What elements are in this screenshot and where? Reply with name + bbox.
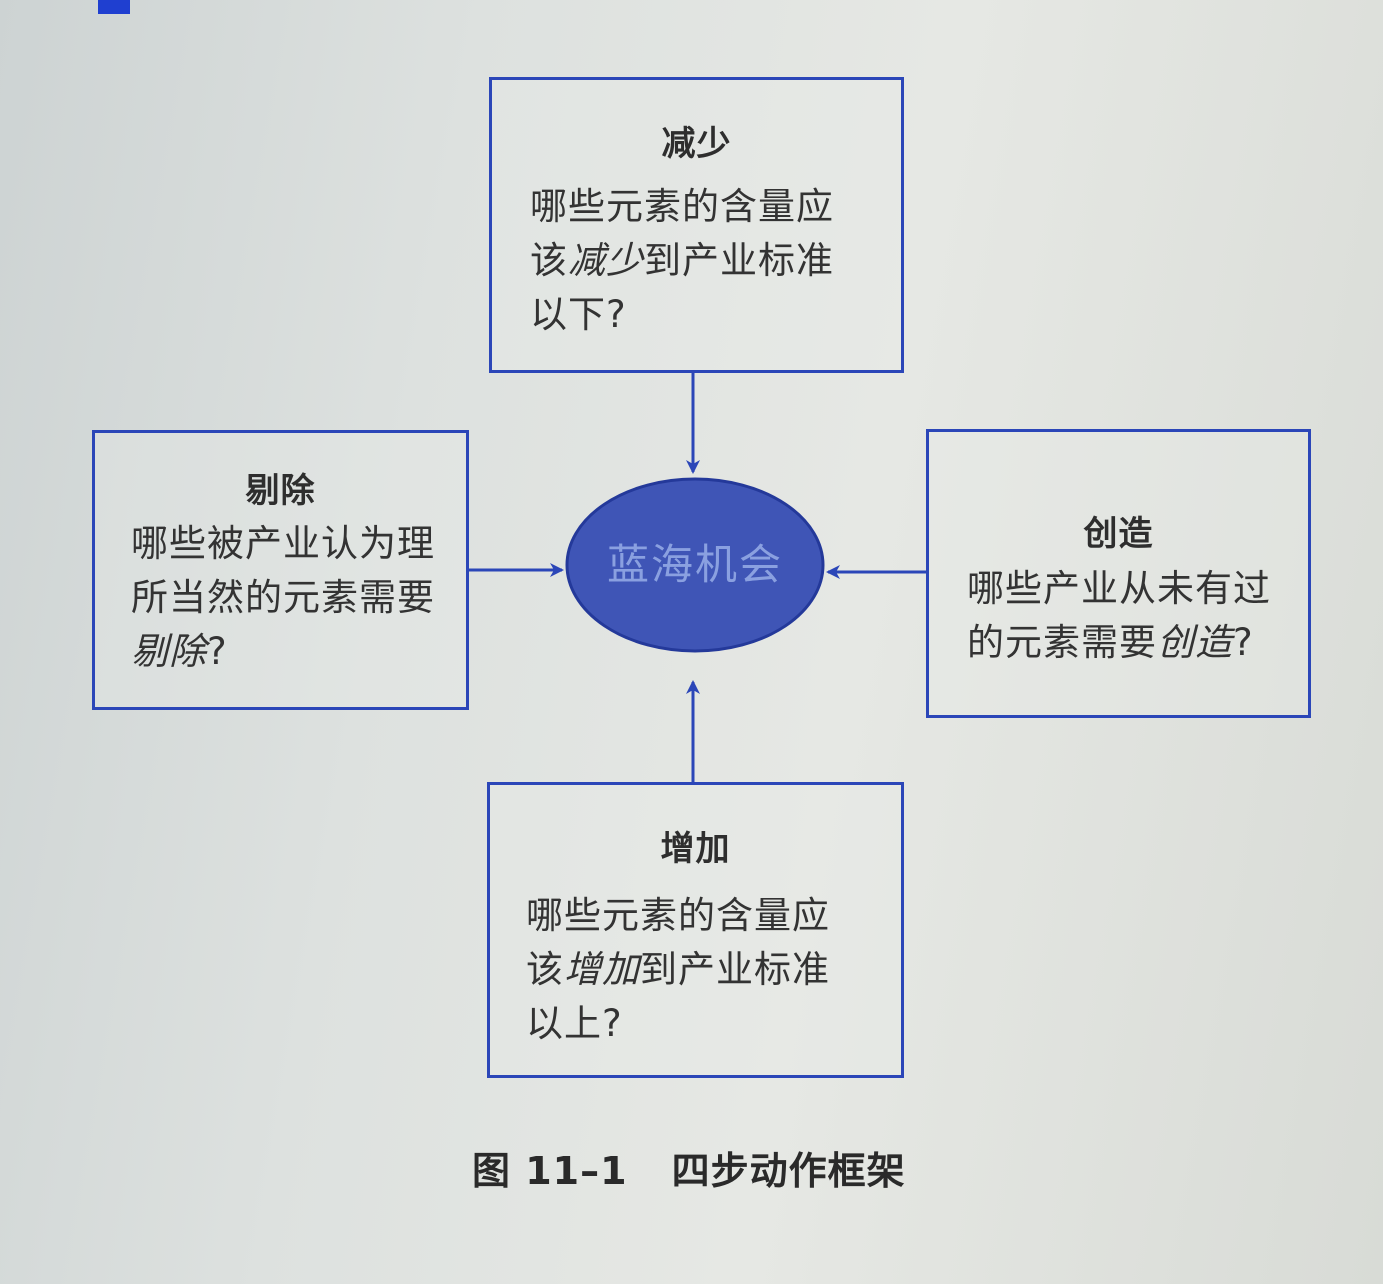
blue-ocean-label: 蓝海 机会	[570, 478, 820, 652]
reduce-question: 哪些元素的含量应 该减少到产业标准 以下?	[530, 180, 890, 342]
figure-caption: 图 11–1 四步动作框架	[472, 1140, 906, 1195]
eliminate-title: 剔除	[245, 471, 316, 511]
reduce-line-2-post: 到产业标准	[644, 239, 834, 282]
create-question: 哪些产业从未有过 的元素需要创造?	[967, 562, 1297, 670]
figure-number: 图 11–1	[472, 1149, 628, 1193]
create-line-1: 哪些产业从未有过	[967, 567, 1271, 610]
raise-question: 哪些元素的含量应 该增加到产业标准 以上?	[526, 889, 886, 1051]
create-box: 创造 哪些产业从未有过 的元素需要创造?	[926, 429, 1311, 718]
eliminate-line-3: 剔除?	[131, 625, 461, 679]
raise-line-1: 哪些元素的含量应	[526, 894, 830, 937]
reduce-box: 减少 哪些元素的含量应 该减少到产业标准 以下?	[489, 77, 904, 373]
raise-emphasis: 增加	[564, 948, 640, 991]
center-line-1: 蓝海	[606, 540, 695, 589]
reduce-line-2-pre: 该	[530, 239, 568, 282]
eliminate-box: 剔除 哪些被产业认为理 所当然的元素需要 剔除?	[92, 430, 469, 710]
reduce-emphasis: 减少	[568, 239, 644, 282]
eliminate-line-2: 所当然的元素需要	[131, 576, 435, 619]
raise-title: 增加	[660, 829, 731, 869]
eliminate-line-3-post: ?	[207, 630, 228, 673]
reduce-line-1: 哪些元素的含量应	[530, 185, 834, 228]
raise-box: 增加 哪些元素的含量应 该增加到产业标准 以上?	[487, 782, 904, 1078]
blue-ocean-ellipse	[565, 477, 825, 653]
create-line-2-pre: 的元素需要	[967, 621, 1157, 664]
figure-title: 四步动作框架	[671, 1149, 906, 1193]
reduce-line-3: 以下?	[530, 293, 627, 336]
reduce-line-2: 该减少到产业标准	[530, 234, 890, 288]
raise-line-2-post: 到产业标准	[640, 948, 830, 991]
center-line-2: 机会	[695, 540, 784, 589]
create-title: 创造	[1083, 514, 1154, 554]
chapter-accent-mark	[98, 0, 130, 14]
reduce-title: 减少	[661, 124, 732, 164]
eliminate-emphasis: 剔除	[131, 630, 207, 673]
create-line-2: 的元素需要创造?	[967, 616, 1297, 670]
eliminate-question: 哪些被产业认为理 所当然的元素需要 剔除?	[131, 517, 461, 679]
raise-line-2-pre: 该	[526, 948, 564, 991]
create-emphasis: 创造	[1157, 621, 1233, 664]
eliminate-line-1: 哪些被产业认为理	[131, 522, 435, 565]
raise-line-2: 该增加到产业标准	[526, 943, 886, 997]
raise-line-3: 以上?	[526, 1002, 623, 1045]
create-line-2-post: ?	[1233, 621, 1254, 664]
